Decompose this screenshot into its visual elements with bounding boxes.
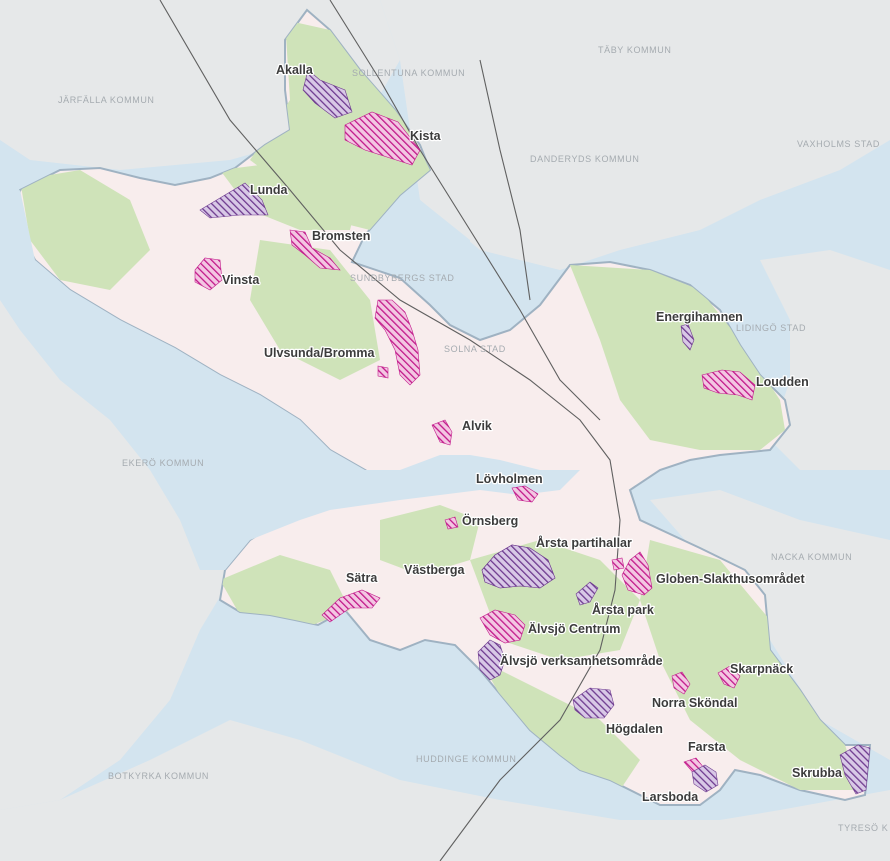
development-area-lunda[interactable] — [199, 182, 269, 219]
municipality-label-nacka: NACKA KOMMUN — [771, 552, 852, 562]
area-label-bromsten[interactable]: Bromsten — [311, 228, 372, 245]
development-area-lovholmen[interactable] — [511, 485, 539, 503]
area-label-arsta-partihallar[interactable]: Årsta partihallar — [535, 534, 634, 552]
area-label-globen[interactable]: Globen-Slakthusområdet — [655, 571, 807, 588]
development-area-larsboda[interactable] — [691, 764, 719, 793]
municipality-label-solna: SOLNA STAD — [444, 344, 506, 354]
area-label-hogdalen[interactable]: Högdalen — [605, 721, 664, 738]
development-area-alvik[interactable] — [431, 419, 453, 446]
area-label-arsta-park[interactable]: Årsta park — [591, 601, 655, 619]
lake-malaren — [0, 190, 580, 570]
development-area-bromsten[interactable] — [289, 229, 341, 271]
municipality-label-botkyrka: BOTKYRKA KOMMUN — [108, 771, 209, 781]
rail-line-east — [329, 0, 601, 421]
development-areas — [194, 69, 871, 795]
municipality-label-danderyd: DANDERYDS KOMMUN — [530, 154, 639, 164]
development-area-energihamnen[interactable] — [680, 323, 695, 351]
development-area-satra[interactable] — [321, 589, 381, 623]
area-labels: AkallaKistaLundaBromstenVinstaUlvsunda/B… — [221, 62, 845, 806]
area-label-lovholmen[interactable]: Lövholmen — [475, 471, 544, 488]
development-area-vinsta[interactable] — [194, 257, 223, 291]
development-area-loudden[interactable] — [701, 369, 756, 401]
area-label-skarpnack[interactable]: Skarpnäck — [729, 661, 795, 678]
green-south — [480, 660, 640, 790]
area-label-kista[interactable]: Kista — [409, 128, 443, 145]
municipality-label-sollentuna: SOLLENTUNA KOMMUN — [352, 68, 465, 78]
green-bromma — [250, 240, 380, 380]
municipality-label-tyreso: TYRESÖ K — [838, 823, 888, 833]
area-label-energihamnen[interactable]: Energihamnen — [655, 309, 744, 326]
development-area-globen[interactable] — [611, 551, 653, 596]
green-lidingo — [570, 265, 785, 450]
development-area-kista[interactable] — [344, 111, 421, 166]
development-area-skarpnack[interactable] — [717, 665, 741, 689]
development-area-hogdalen[interactable] — [572, 687, 615, 719]
municipality-label-lidingo: LIDINGÖ STAD — [736, 323, 806, 333]
area-label-farsta[interactable]: Farsta — [687, 739, 728, 756]
area-label-ulvsunda[interactable]: Ulvsunda/Bromma — [263, 345, 377, 362]
area-label-ornsberg[interactable]: Örnsberg — [461, 512, 520, 530]
brunnsviken — [380, 200, 470, 280]
rail-line-branch — [479, 59, 531, 301]
development-area-alvsjo-centrum[interactable] — [479, 609, 526, 644]
area-label-larsboda[interactable]: Larsboda — [641, 789, 701, 806]
area-label-vastberga[interactable]: Västberga — [403, 562, 467, 579]
land-north — [380, 0, 890, 270]
area-label-alvik[interactable]: Alvik — [461, 418, 493, 435]
area-label-lunda[interactable]: Lunda — [249, 182, 290, 199]
area-label-skrubba[interactable]: Skrubba — [791, 765, 845, 782]
municipality-label-ekero: EKERÖ KOMMUN — [122, 458, 204, 468]
area-label-akalla[interactable]: Akalla — [275, 62, 315, 79]
area-label-alvsjo-centrum[interactable]: Älvsjö Centrum — [527, 620, 622, 638]
municipality-label-jarfalla: JÄRFÄLLA KOMMUN — [58, 95, 155, 105]
municipality-label-vaxholm: VAXHOLMS STAD — [797, 139, 880, 149]
green-west — [20, 170, 150, 290]
area-label-norra-skondal[interactable]: Norra Sköndal — [651, 695, 739, 712]
green-south-west — [220, 555, 350, 630]
railways — [159, 0, 621, 861]
area-label-vinsta[interactable]: Vinsta — [221, 272, 262, 289]
green-lunda — [220, 160, 360, 230]
development-area-vastberga[interactable] — [481, 544, 556, 589]
municipality-labels: JÄRFÄLLA KOMMUN SOLLENTUNA KOMMUN TÄBY KOM… — [58, 45, 888, 833]
land-east — [760, 250, 890, 470]
municipality-label-taby: TÄBY KOMMUN — [598, 45, 671, 55]
development-area-norra-skondal[interactable] — [671, 671, 691, 695]
development-area-arsta-park[interactable] — [575, 581, 599, 606]
municipality-label-sundbyberg: SUNDBYBERGS STAD — [350, 273, 454, 283]
area-label-loudden[interactable]: Loudden — [755, 374, 810, 391]
municipality-label-huddinge: HUDDINGE KOMMUN — [416, 754, 517, 764]
development-area-akalla[interactable] — [302, 69, 353, 119]
green-south-east — [640, 540, 860, 790]
development-area-alvsjo-verksamhet[interactable] — [477, 639, 506, 681]
area-label-satra[interactable]: Sätra — [345, 570, 380, 587]
malaren-west — [0, 190, 580, 570]
development-area-ornsberg[interactable] — [444, 516, 459, 530]
development-area-skrubba[interactable] — [839, 744, 871, 795]
rail-line-north — [159, 0, 621, 861]
area-label-alvsjo-verksamhet[interactable]: Älvsjö verksamhetsområde — [499, 652, 664, 670]
land-south — [0, 720, 890, 861]
development-area-ulvsunda[interactable] — [374, 299, 421, 386]
